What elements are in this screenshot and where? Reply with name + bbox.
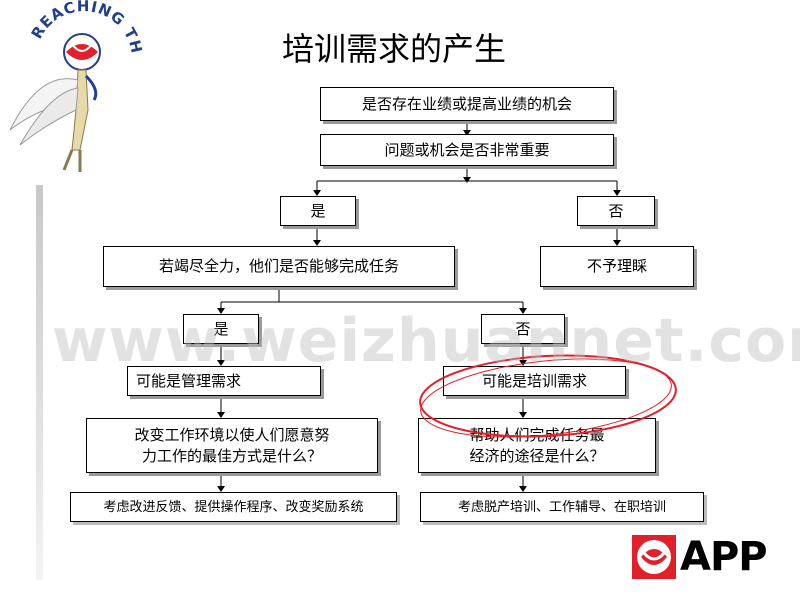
node-ignore: 不予理睬 — [540, 246, 694, 287]
node-change-environment-line1: 改变工作环境以使人们愿意努 — [134, 425, 330, 444]
node-performance-opportunity: 是否存在业绩或提高业绩的机会 — [320, 87, 614, 121]
app-logo-mark — [632, 535, 676, 579]
node-importance: 问题或机会是否非常重要 — [320, 134, 614, 166]
app-logo-text: APP — [680, 534, 768, 580]
node-change-environment-line2: 力工作的最佳方式是什么？ — [141, 446, 322, 465]
reaching-the-sky-logo: REACHING THE SKY — [0, 0, 145, 172]
node-yes-2: 是 — [183, 314, 259, 344]
node-consider-nontraining: 考虑改进反馈、提供操作程序、改变奖励系统 — [70, 492, 397, 522]
node-training-need: 可能是培训需求 — [443, 366, 626, 396]
node-economical-way: 帮助人们完成任务最 经济的途径是什么？ — [418, 418, 656, 473]
watermark-text: www.weizhuannet.com — [52, 306, 800, 376]
node-capability-question: 若竭尽全力，他们是否能够完成任务 — [103, 246, 455, 287]
node-economical-way-line2: 经济的途径是什么？ — [469, 446, 605, 465]
node-consider-training: 考虑脱产培训、工作辅导、在职培训 — [420, 492, 704, 522]
node-no-1: 否 — [577, 196, 655, 226]
node-yes-1: 是 — [280, 196, 356, 226]
node-no-2: 否 — [481, 314, 565, 344]
node-economical-way-line1: 帮助人们完成任务最 — [469, 425, 605, 444]
page-title: 培训需求的产生 — [282, 30, 507, 68]
sidebar-decoration-bar — [36, 185, 43, 580]
node-management-need: 可能是管理需求 — [127, 366, 321, 396]
node-change-environment: 改变工作环境以使人们愿意努 力工作的最佳方式是什么？ — [86, 418, 378, 473]
